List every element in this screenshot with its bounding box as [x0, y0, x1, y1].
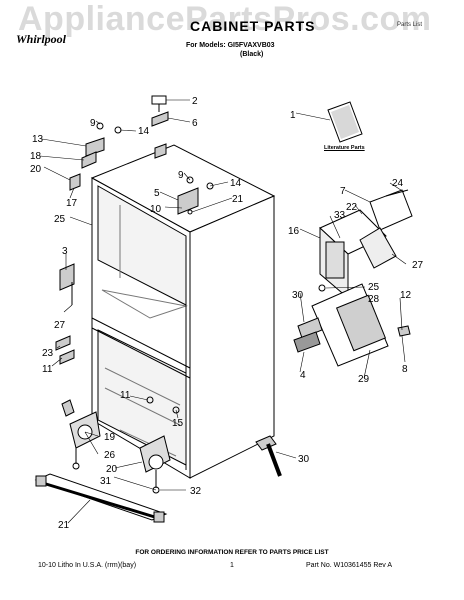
- lower-hardware: [61, 396, 180, 494]
- page-number: 1: [230, 562, 234, 569]
- control-housing: [319, 189, 413, 300]
- brand-logo: Whirlpool: [16, 32, 67, 46]
- callout: 12: [400, 290, 412, 301]
- callout: 33: [334, 210, 346, 221]
- callout-labels: 1 2 3 4 5 6 7 8 9 9 10 11 11 12 13 14 14…: [30, 96, 424, 531]
- callout: 25: [54, 214, 66, 225]
- callout: 8: [402, 364, 408, 375]
- callout: 10: [150, 204, 162, 215]
- callout: 11: [42, 364, 53, 375]
- base-grille: [34, 473, 168, 523]
- watermark: AppliancePartsPros.com: [18, 0, 432, 38]
- callout: 5: [154, 188, 160, 199]
- literature-booklet: [327, 101, 363, 143]
- callout: 20: [106, 464, 118, 475]
- callout: 29: [358, 374, 370, 385]
- cabinet: [90, 144, 276, 479]
- door-part-31: [255, 435, 282, 477]
- callout: 31: [100, 476, 112, 487]
- parts-list-label: Parts List: [397, 22, 423, 28]
- callout: 4: [300, 370, 306, 381]
- callout: 24: [392, 178, 404, 189]
- callout: 9: [178, 170, 184, 181]
- callout: 30: [298, 454, 310, 465]
- callout: 30: [292, 290, 304, 301]
- page-title: CABINET PARTS: [190, 18, 316, 34]
- callout: 14: [138, 126, 150, 137]
- callout: 27: [412, 260, 424, 271]
- callout: 2: [192, 96, 198, 107]
- callout: 11: [120, 390, 131, 401]
- leader-lines: [39, 99, 407, 524]
- callout: 17: [66, 198, 78, 209]
- model-line: For Models: GI5FVAXVB03: [186, 42, 275, 49]
- callout: 22: [346, 202, 358, 213]
- callout: 6: [192, 118, 198, 129]
- litho-info: 10-10 Litho In U.S.A. (rrm)(bay): [38, 562, 137, 569]
- callout: 3: [62, 246, 68, 257]
- callout: 18: [30, 151, 42, 162]
- callout: 19: [104, 432, 116, 443]
- callout: 13: [32, 134, 44, 145]
- literature-parts-label: Literature Parts: [324, 145, 365, 151]
- callout: 27: [54, 320, 66, 331]
- callout: 25: [368, 282, 380, 293]
- callout: 28: [368, 294, 380, 305]
- callout: 32: [190, 486, 202, 497]
- callout: 1: [290, 110, 296, 121]
- callout: 20: [30, 164, 42, 175]
- control-panel: [293, 283, 411, 367]
- callout: 7: [340, 186, 346, 197]
- callout: 9: [90, 118, 96, 129]
- part-number: Part No. W10361455 Rev A: [306, 562, 392, 569]
- callout: 16: [288, 226, 300, 237]
- callout: 21: [232, 194, 244, 205]
- callout: 26: [104, 450, 116, 461]
- callout: 14: [230, 178, 242, 189]
- callout: 23: [42, 348, 54, 359]
- callout: 21: [58, 520, 70, 531]
- ordering-info: FOR ORDERING INFORMATION REFER TO PARTS …: [135, 549, 329, 556]
- color-variant: (Black): [240, 51, 264, 58]
- callout: 15: [172, 418, 184, 429]
